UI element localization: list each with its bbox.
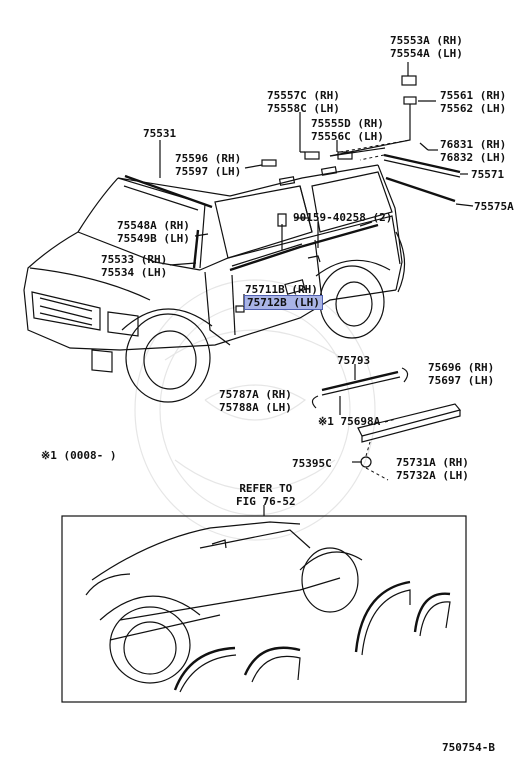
part-number-rh: 75561 (RH) — [440, 89, 507, 102]
refer-line-2: FIG 76-52 — [236, 495, 296, 508]
part-number-lh: 76832 (LH) — [440, 151, 507, 164]
leader-lines — [159, 62, 474, 305]
part-number: 75531 — [143, 127, 177, 140]
part-label-75793[interactable]: 75793 — [337, 354, 370, 367]
vehicle-parts — [124, 75, 461, 313]
part-number: 75793 — [337, 354, 371, 367]
part-label-75698a[interactable]: ※1 75698A — [318, 415, 380, 428]
part-label-75787a[interactable]: 75787A (RH) 75788A (LH) — [219, 388, 292, 414]
part-number-lh: 75597 (LH) — [175, 165, 242, 178]
exploded-moldings — [311, 364, 462, 481]
part-number-lh: 75534 (LH) — [101, 266, 168, 279]
refer-label[interactable]: REFER TO FIG 76-52 — [236, 482, 296, 508]
part-number-rh: 75787A (RH) — [219, 388, 292, 401]
part-number: 75571 — [471, 168, 505, 181]
footnote-note: ※1 (0008- ) — [41, 449, 117, 462]
part-number-rh: 75533 (RH) — [101, 253, 168, 266]
part-number-lh: 75697 (LH) — [428, 374, 495, 387]
part-label-75533[interactable]: 75533 (RH) 75534 (LH) — [101, 253, 167, 279]
part-number-rh: 75557C (RH) — [267, 89, 340, 102]
part-number: 75575A — [474, 200, 514, 213]
part-number-rh: 75711B (RH) — [245, 283, 318, 296]
part-number-lh: 75788A (LH) — [219, 401, 292, 414]
figure-code: 750754-B — [442, 741, 495, 754]
part-number: 90159-40258 (2) — [293, 211, 393, 224]
part-label-75596[interactable]: 75596 (RH) 75597 (LH) — [175, 152, 241, 178]
part-number-rh: 75548A (RH) — [117, 219, 190, 232]
part-label-75555d[interactable]: 75555D (RH) 75556C (LH) — [311, 117, 384, 143]
part-number-rh: 75596 (RH) — [175, 152, 242, 165]
part-label-75395c[interactable]: 75395C — [292, 457, 332, 470]
part-number: ※1 75698A — [318, 415, 381, 428]
part-label-75575a[interactable]: 75575A — [474, 200, 514, 213]
part-number-lh: 75554A (LH) — [390, 47, 463, 60]
part-label-75548a[interactable]: 75548A (RH) 75549B (LH) — [117, 219, 190, 245]
part-label-75557c[interactable]: 75557C (RH) 75558C (LH) — [267, 89, 340, 115]
part-label-76831[interactable]: 76831 (RH) 76832 (LH) — [440, 138, 506, 164]
part-label-75731a[interactable]: 75731A (RH) 75732A (LH) — [396, 456, 469, 482]
part-number-lh: 75556C (LH) — [311, 130, 384, 143]
part-number-rh: 76831 (RH) — [440, 138, 507, 151]
part-number: 75395C — [292, 457, 332, 470]
part-number-rh: 75696 (RH) — [428, 361, 495, 374]
part-number-lh: 75732A (LH) — [396, 469, 469, 482]
part-number-rh: 75555D (RH) — [311, 117, 384, 130]
part-number-lh-highlighted: 75712B (LH) — [244, 295, 323, 310]
part-label-90159[interactable]: 90159-40258 (2) — [293, 211, 392, 224]
part-label-75561[interactable]: 75561 (RH) 75562 (LH) — [440, 89, 506, 115]
refer-box — [61, 505, 467, 703]
part-label-75571[interactable]: 75571 — [471, 168, 504, 181]
part-number-lh: 75558C (LH) — [267, 102, 340, 115]
part-label-75553a[interactable]: 75553A (RH) 75554A (LH) — [390, 34, 463, 60]
part-number-rh: 75731A (RH) — [396, 456, 469, 469]
part-number-lh: 75562 (LH) — [440, 102, 507, 115]
part-number-lh: 75549B (LH) — [117, 232, 190, 245]
part-label-75696[interactable]: 75696 (RH) 75697 (LH) — [428, 361, 494, 387]
refer-line-1: REFER TO — [239, 482, 293, 495]
part-label-75531[interactable]: 75531 — [143, 127, 176, 140]
part-number-rh: 75553A (RH) — [390, 34, 463, 47]
part-label-75711b[interactable]: 75711B (RH) 75712B (LH) — [244, 283, 323, 310]
